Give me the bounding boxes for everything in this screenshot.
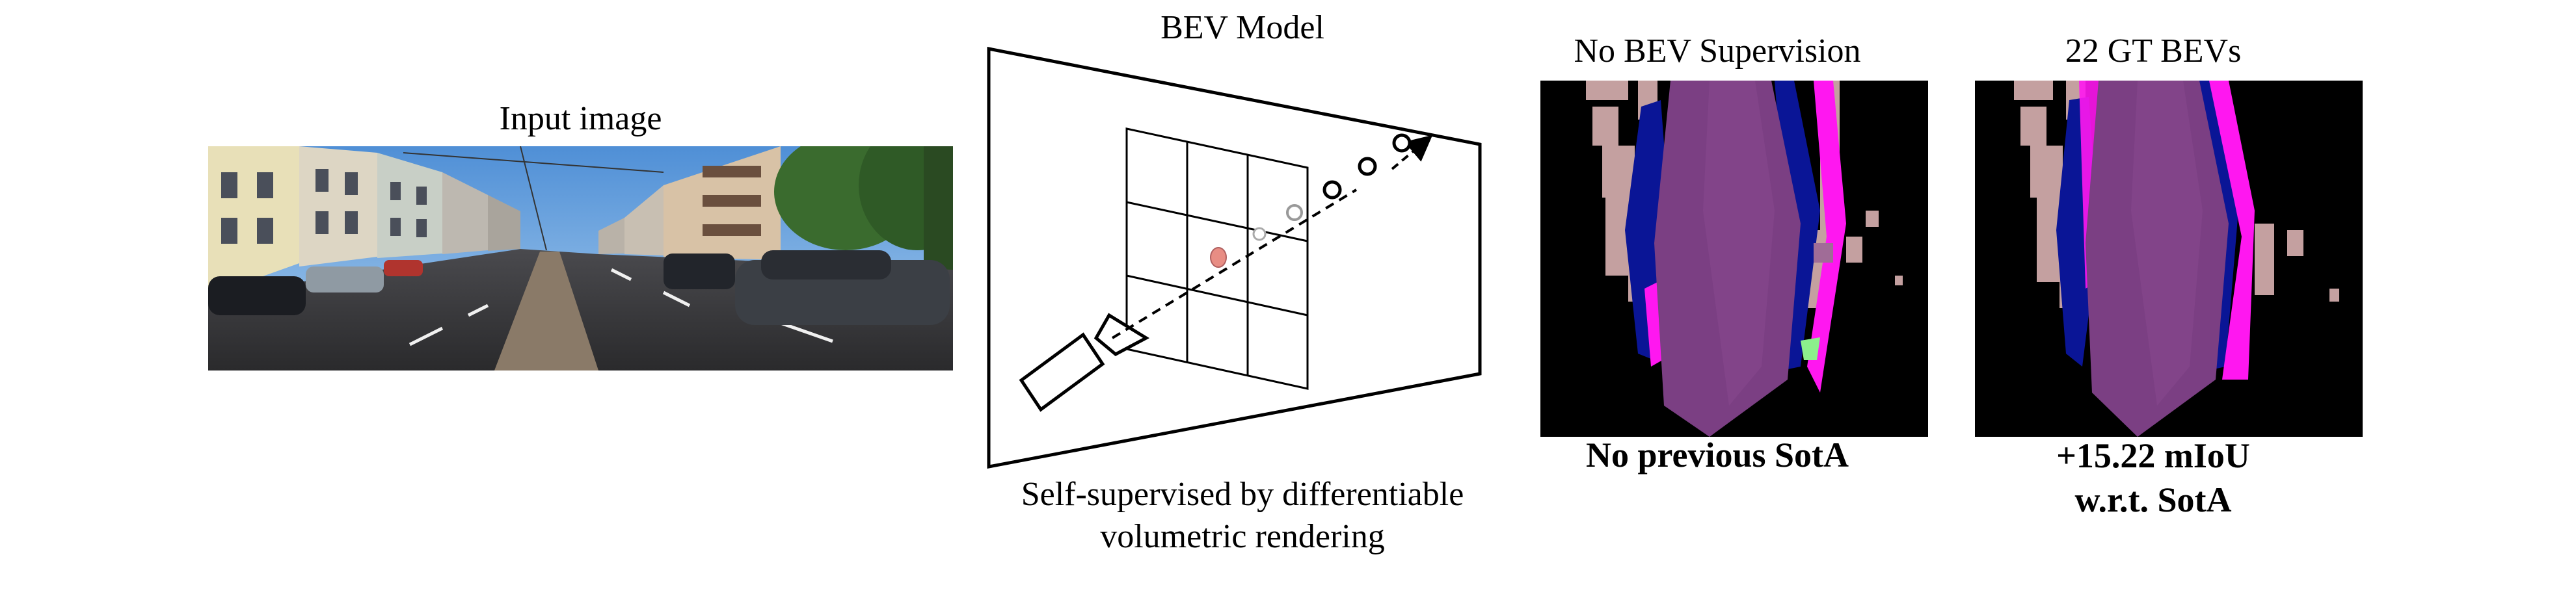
miou-gain-caption: +15.22 mIoU w.r.t. SotA [2056, 436, 2250, 519]
ray-line [1111, 188, 1358, 339]
no-bev-supervision-title: No BEV Supervision [1574, 32, 1861, 70]
ray-sample-point [1322, 180, 1342, 200]
gt-bevs-title: 22 GT BEVs [2065, 32, 2242, 70]
input-street-image [208, 146, 953, 370]
ray-sample-point [1252, 227, 1267, 241]
bev-model-diagram [976, 39, 1496, 481]
bev-model-title: BEV Model [1161, 9, 1324, 46]
no-previous-sota-caption: No previous SotA [1585, 436, 1849, 474]
ray-sample-point [1392, 133, 1412, 153]
ray-sample-point [1358, 157, 1377, 176]
bev-map-gt-supervised [1975, 81, 2363, 437]
camera-icon [1019, 313, 1150, 412]
self-supervised-caption: Self-supervised by differentiable volume… [1021, 476, 1464, 555]
input-image-title: Input image [499, 100, 662, 137]
bev-map-no-supervision [1540, 81, 1928, 437]
frustum-outline [987, 46, 1482, 469]
ray-sample-point [1286, 204, 1303, 221]
bev-grid [1125, 127, 1309, 390]
ray-sample-point [1210, 247, 1227, 268]
